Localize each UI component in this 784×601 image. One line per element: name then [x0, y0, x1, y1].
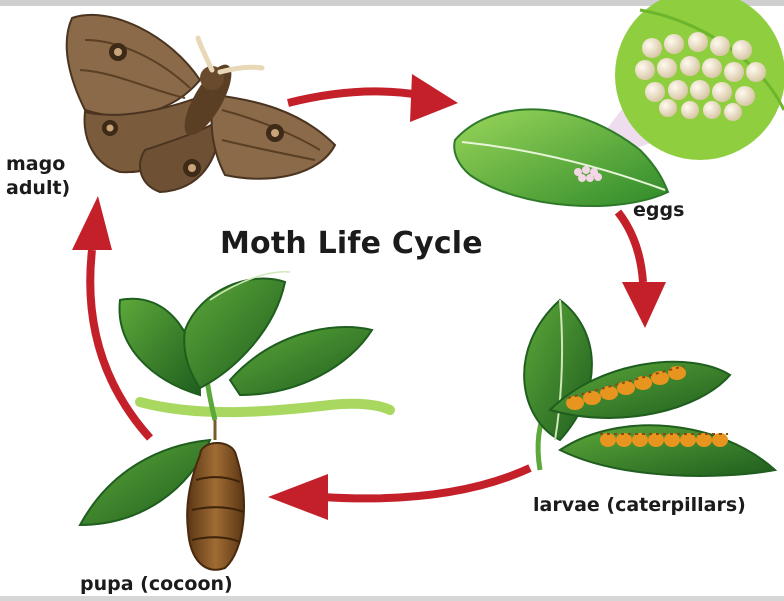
- stage-label-pupa: pupa (cocoon): [80, 573, 233, 595]
- stage-label-adult-line1: mago: [6, 152, 70, 176]
- arrow-adult-to-eggs: [288, 74, 458, 122]
- stage-label-adult-line2: adult): [6, 176, 70, 200]
- diagram-title: Moth Life Cycle: [220, 226, 483, 261]
- stage-label-adult: mago adult): [6, 152, 70, 200]
- arrow-eggs-to-larvae: [618, 212, 666, 328]
- larvae-illustration: [524, 300, 775, 476]
- stage-label-larvae: larvae (caterpillars): [533, 494, 746, 516]
- bottom-border: [0, 596, 784, 601]
- eggs-illustration: [454, 0, 784, 206]
- pupa-illustration: [80, 272, 390, 570]
- arrow-larvae-to-pupa: [268, 468, 530, 520]
- stage-label-eggs: eggs: [633, 199, 684, 221]
